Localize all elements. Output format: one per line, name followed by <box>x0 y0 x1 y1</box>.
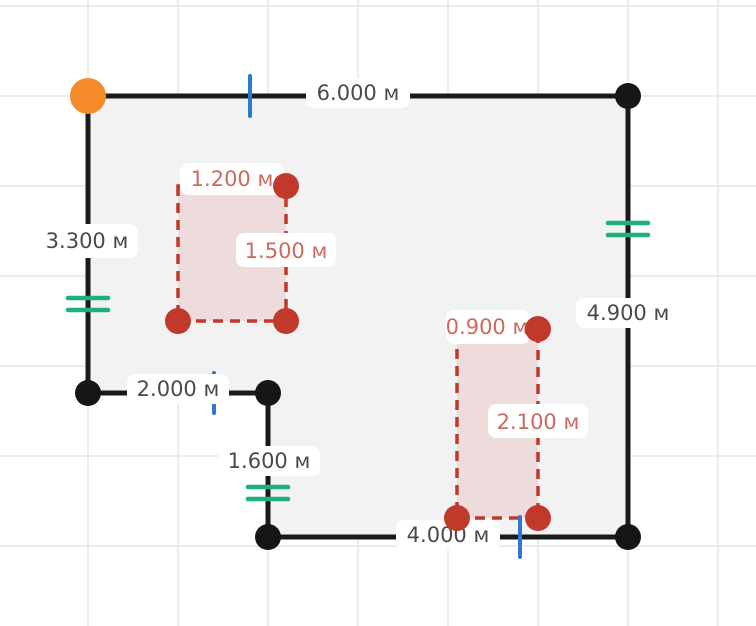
label-opening-2-height-text: 2.100 м <box>497 410 580 434</box>
label-opening-2-height: 2.100 м <box>488 404 588 438</box>
label-opening-1-width-text: 1.200 м <box>191 167 274 191</box>
wall-node-top-right[interactable] <box>615 83 641 109</box>
label-wall-right-text: 4.900 м <box>587 301 670 325</box>
label-opening-2-width: 0.900 м <box>446 310 530 344</box>
label-wall-left: 3.300 м <box>36 224 138 258</box>
label-wall-left-text: 3.300 м <box>46 229 129 253</box>
opening-2-node-bottom-right[interactable] <box>525 505 551 531</box>
label-wall-inner-vertical: 1.600 м <box>218 446 320 476</box>
label-wall-inner-horizontal-text: 2.000 м <box>137 377 220 401</box>
label-wall-inner-vertical-text: 1.600 м <box>228 449 311 473</box>
opening-1-node-bottom-left[interactable] <box>165 308 191 334</box>
wall-node-inner-corner[interactable] <box>255 380 281 406</box>
label-opening-1-width: 1.200 м <box>180 163 284 195</box>
label-opening-2-width-text: 0.900 м <box>446 315 529 339</box>
opening-2-node-top-right[interactable] <box>525 316 551 342</box>
label-wall-top-text: 6.000 м <box>317 81 400 105</box>
wall-node-bottom-inner[interactable] <box>255 524 281 550</box>
opening-1-node-bottom-right[interactable] <box>273 308 299 334</box>
label-wall-right: 4.900 м <box>576 298 680 328</box>
equal-tick-inner-vertical <box>245 484 291 502</box>
label-wall-inner-horizontal: 2.000 м <box>127 374 229 404</box>
opening-2-node-bottom-left[interactable] <box>444 505 470 531</box>
wall-node-left-bottom[interactable] <box>75 380 101 406</box>
wall-node-bottom-right[interactable] <box>615 524 641 550</box>
label-opening-1-height: 1.500 м <box>236 233 336 267</box>
wall-node-start[interactable] <box>70 78 106 114</box>
label-wall-top: 6.000 м <box>306 78 410 108</box>
equal-tick-left <box>65 295 111 313</box>
label-opening-1-height-text: 1.500 м <box>245 239 328 263</box>
equal-tick-right <box>605 220 651 238</box>
opening-1-node-top-right[interactable] <box>273 173 299 199</box>
